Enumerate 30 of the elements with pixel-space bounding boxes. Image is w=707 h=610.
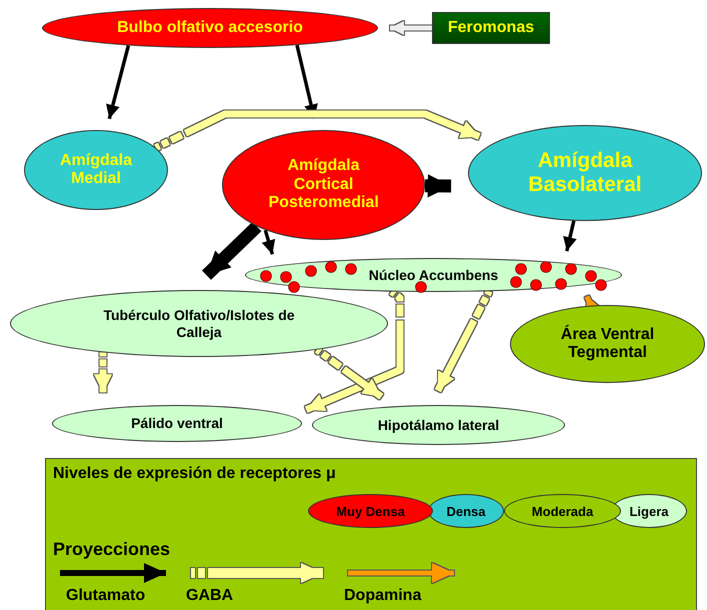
- arrow: [202, 222, 262, 280]
- node-label: Hipotálamo lateral: [378, 416, 500, 434]
- node-label: Amígdala Cortical Posteromedial: [268, 157, 378, 213]
- legend-swatch: Muy Densa: [308, 494, 433, 528]
- arrow: [563, 220, 577, 252]
- legend-heading: Proyecciones: [53, 539, 170, 560]
- arrow: [424, 174, 452, 198]
- node-label: Feromonas: [448, 18, 534, 38]
- arrow: [106, 45, 130, 120]
- node-label: Núcleo Accumbens: [368, 266, 498, 284]
- arrow: [262, 230, 276, 255]
- node-label: Área Ventral Tegmental: [560, 326, 656, 362]
- legend-label: Dopamina: [344, 587, 422, 605]
- arrow: [94, 352, 112, 392]
- arrow: [295, 44, 318, 119]
- legend-label: Glutamato: [66, 587, 146, 605]
- node-label: Tubérculo Olfativo/Islotes de Calleja: [102, 307, 296, 340]
- node-label: Amígdala Medial: [58, 152, 134, 188]
- node-label: Pálido ventral: [131, 415, 223, 432]
- label-box: [432, 12, 550, 44]
- legend-swatch: Moderada: [504, 494, 621, 528]
- legend-swatch: Densa: [428, 494, 504, 528]
- arrow: [434, 290, 492, 392]
- arrow: [154, 110, 481, 151]
- arrow: [390, 21, 432, 35]
- legend-label: GABA: [186, 587, 234, 605]
- legend-heading: Niveles de expresión de receptores μ: [53, 465, 336, 483]
- node-label: Amígdala Basolateral: [527, 148, 643, 198]
- node-label: Bulbo olfativo accesorio: [117, 18, 303, 38]
- arrow: [314, 346, 384, 400]
